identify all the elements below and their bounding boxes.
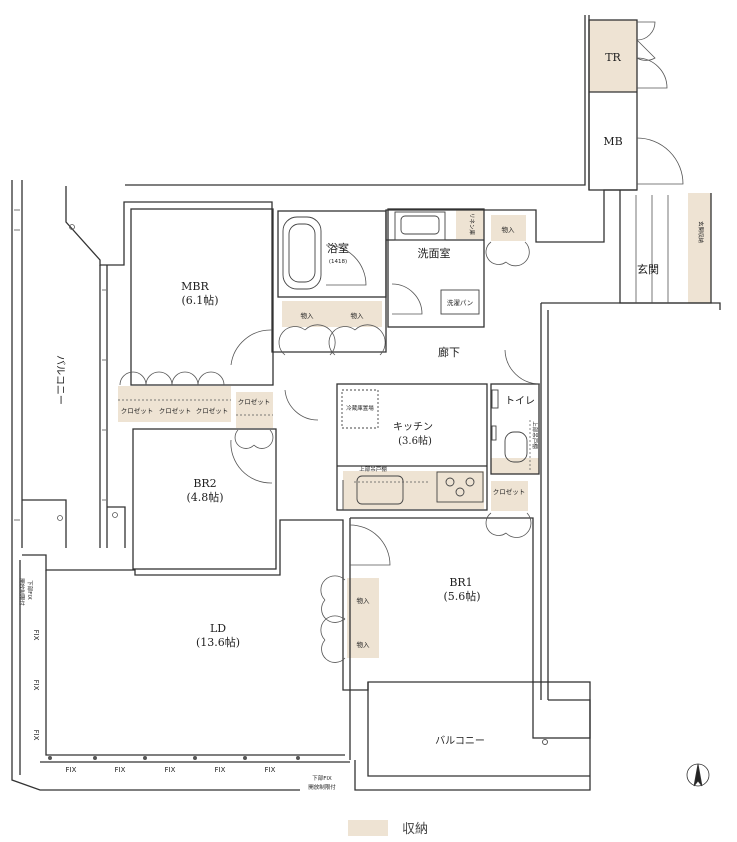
lower-fix-s2: 開放制限付 bbox=[308, 783, 336, 791]
mbr-closets-fill bbox=[118, 386, 231, 422]
br2-size: (4.8帖) bbox=[186, 491, 223, 504]
fridge-label: 冷蔵庫置場 bbox=[346, 404, 374, 412]
br2-label: BR2 bbox=[193, 477, 216, 490]
linen-fill bbox=[456, 209, 484, 239]
storage-separators bbox=[118, 399, 531, 483]
toilet-label: トイレ bbox=[505, 396, 535, 407]
west-windows bbox=[14, 209, 118, 521]
fix-w2: FIX bbox=[32, 680, 40, 691]
lower-fix-s1: 下部FIX bbox=[312, 774, 332, 782]
south-window-ticks bbox=[48, 739, 548, 760]
storage-wash-label: 物入 bbox=[502, 225, 516, 234]
entrance-label: 玄関 bbox=[637, 262, 659, 276]
mbr-size: (6.1帖) bbox=[181, 294, 218, 307]
fix-s1: FIX bbox=[66, 766, 77, 774]
corridor-storage-fill bbox=[282, 301, 382, 327]
br1-label: BR1 bbox=[449, 576, 472, 589]
fridge-area bbox=[341, 389, 379, 429]
balcony-south-label: バルコニー bbox=[435, 735, 485, 747]
mb-label: MB bbox=[603, 135, 622, 148]
bath-size: (1418) bbox=[329, 259, 347, 265]
fix-s5: FIX bbox=[265, 766, 276, 774]
toilet-fixture bbox=[504, 431, 528, 463]
br1-closet-fill bbox=[491, 481, 528, 511]
storage-br1-1-label: 物入 bbox=[357, 596, 371, 605]
kitchen-size: (3.6帖) bbox=[398, 434, 432, 447]
storage-1-label: 物入 bbox=[301, 311, 315, 320]
fix-s4: FIX bbox=[215, 766, 226, 774]
bath-label: 浴室 bbox=[327, 241, 349, 255]
walls bbox=[11, 15, 721, 791]
fix-w3: FIX bbox=[32, 730, 40, 741]
kitchen-counter-fill bbox=[343, 471, 484, 509]
kitchen-label: キッチン bbox=[393, 421, 433, 433]
closet-2-label: クロゼット bbox=[159, 406, 192, 415]
fix-s3: FIX bbox=[165, 766, 176, 774]
wash-basin bbox=[394, 211, 446, 241]
upper-cabinet-label: 上部吊戸棚 bbox=[359, 465, 387, 473]
ld-label: LD bbox=[210, 622, 226, 635]
legend-swatch bbox=[348, 820, 388, 836]
upper-cabinet-v-label: 上部吊戸棚 bbox=[531, 421, 539, 449]
closet-br2-label: クロゼット bbox=[238, 397, 271, 406]
tr-fill bbox=[589, 20, 637, 92]
fix-w1: FIX bbox=[32, 630, 40, 641]
entrance-storage-fill bbox=[688, 193, 711, 303]
closet-3-label: クロゼット bbox=[196, 406, 229, 415]
sink bbox=[356, 475, 404, 505]
bathtub bbox=[282, 216, 322, 290]
closet-br1-label: クロゼット bbox=[493, 487, 526, 496]
lower-fix-w1: 下部FIX bbox=[26, 580, 34, 600]
room-labels: TR MB MBR (6.1帖) BR2 (4.8帖) LD (13.6帖) B… bbox=[54, 51, 659, 747]
linen-label: リネン庫 bbox=[468, 213, 476, 236]
lower-fix-w2: 開放制限付 bbox=[18, 578, 26, 606]
door-swings bbox=[119, 21, 684, 663]
fixture-labels: クロゼット クロゼット クロゼット クロゼット クロゼット 物入 物入 物入 物… bbox=[121, 213, 705, 649]
wash-storage-fill bbox=[491, 215, 526, 241]
entrance-storage-label: 玄関収納 bbox=[697, 221, 705, 244]
wash-pan-label: 洗濯パン bbox=[447, 298, 473, 307]
north-arrow bbox=[686, 763, 710, 787]
wash-label: 洗面室 bbox=[418, 246, 451, 260]
fix-s2: FIX bbox=[115, 766, 126, 774]
ld-size: (13.6帖) bbox=[196, 636, 240, 649]
window-labels: FIX FIX FIX FIX FIX FIX FIX FIX 下部FIX 開放… bbox=[18, 578, 336, 791]
storage-br1-2-label: 物入 bbox=[357, 640, 371, 649]
washing-pan bbox=[440, 289, 480, 315]
fixtures bbox=[282, 211, 528, 510]
closet-1-label: クロゼット bbox=[121, 406, 154, 415]
storage-areas bbox=[118, 20, 711, 658]
balcony-west-label: バルコニー bbox=[54, 355, 66, 405]
br2-closet-fill bbox=[236, 392, 273, 428]
toilet-upper-fill bbox=[491, 458, 539, 474]
storage-2-label: 物入 bbox=[351, 311, 365, 320]
corridor-label: 廊下 bbox=[438, 345, 460, 359]
mbr-label: MBR bbox=[181, 280, 209, 293]
br1-storage-fill bbox=[347, 578, 379, 658]
legend-label: 収納 bbox=[402, 822, 429, 837]
stove bbox=[436, 471, 484, 503]
tr-label: TR bbox=[605, 51, 621, 64]
br1-size: (5.6帖) bbox=[443, 590, 480, 603]
